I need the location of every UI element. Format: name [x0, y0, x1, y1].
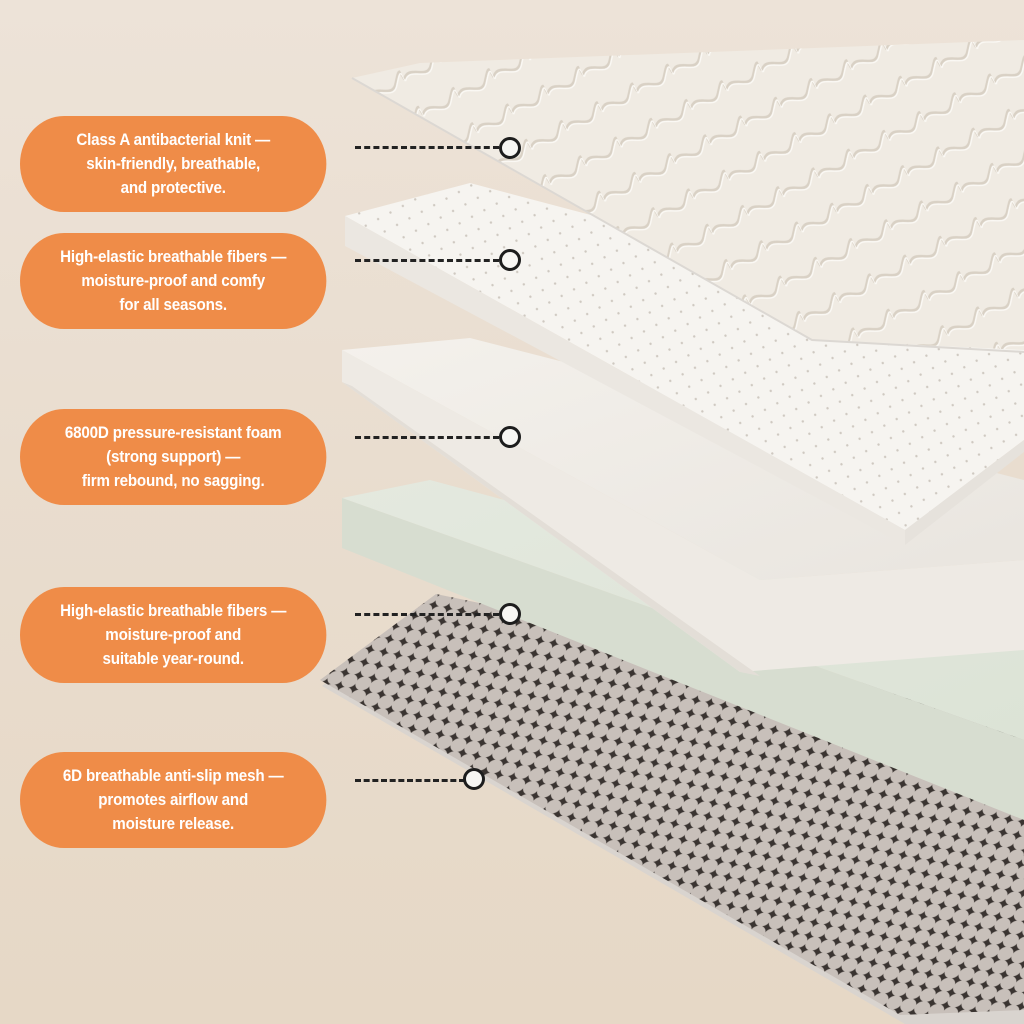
label-line: moisture release.	[112, 815, 235, 833]
label-line: High-elastic breathable fibers —	[60, 248, 287, 266]
dashed-connector-line	[355, 146, 499, 149]
label-line: firm rebound, no sagging.	[81, 472, 265, 490]
callout-marker-dot	[463, 768, 485, 790]
callout-label-antibacterial-knit: Class A antibacterial knit — skin-friend…	[20, 116, 327, 212]
label-line: moisture-proof and	[105, 626, 242, 644]
label-line: for all seasons.	[119, 296, 227, 314]
label-line: and protective.	[120, 179, 226, 197]
label-line: suitable year-round.	[102, 650, 244, 668]
layer-antibacterial-knit	[351, 40, 1024, 353]
callout-label-anti-slip-mesh: 6D breathable anti-slip mesh — promotes …	[20, 752, 327, 848]
layer-pressure-resistant-foam	[342, 338, 1024, 676]
callout-label-breathable-fibers-top: High-elastic breathable fibers — moistur…	[20, 233, 327, 329]
callout-label-breathable-fibers-bottom: High-elastic breathable fibers — moistur…	[20, 587, 327, 683]
dashed-connector-line	[355, 779, 465, 782]
label-line: Class A antibacterial knit —	[76, 131, 271, 149]
label-line: High-elastic breathable fibers —	[60, 602, 287, 620]
label-line: skin-friendly, breathable,	[86, 155, 261, 173]
callout-marker-dot	[499, 249, 521, 271]
callout-marker-dot	[499, 137, 521, 159]
label-line: promotes airflow and	[98, 791, 249, 809]
dashed-connector-line	[355, 613, 499, 616]
label-line: (strong support) —	[106, 448, 241, 466]
callout-label-pressure-resistant-foam: 6800D pressure-resistant foam (strong su…	[20, 409, 327, 505]
label-line: 6D breathable anti-slip mesh —	[62, 767, 284, 785]
label-line: moisture-proof and comfy	[81, 272, 266, 290]
dashed-connector-line	[355, 436, 499, 439]
callout-marker-dot	[499, 603, 521, 625]
label-line: 6800D pressure-resistant foam	[64, 424, 282, 442]
dashed-connector-line	[355, 259, 499, 262]
callout-marker-dot	[499, 426, 521, 448]
